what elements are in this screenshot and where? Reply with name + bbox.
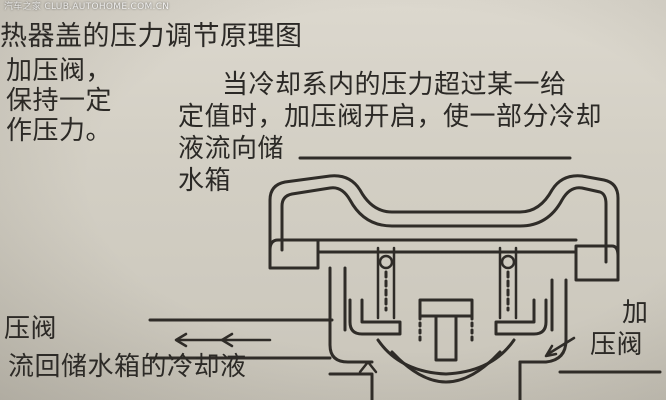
right-flange [574, 244, 620, 282]
right-valve-cup [494, 298, 548, 336]
right-neck-wall [518, 278, 568, 364]
valve-seat [376, 338, 516, 376]
flow-arrowhead-2 [220, 332, 234, 348]
explanation-line-2: 定值时，加压阀开启，使一部分冷却 [178, 102, 603, 132]
valve-stem-head [418, 298, 474, 318]
label-pressure-valve-right-2: 压阀 [590, 330, 644, 360]
cap-outer-shell [268, 174, 620, 272]
label-pressure-valve-right-1: 加 [622, 298, 649, 328]
explanation-line-4: 水箱 [178, 166, 232, 196]
right-pin [500, 254, 516, 270]
left-neck-wall [328, 266, 374, 364]
cap-inner-shell [280, 186, 608, 264]
valve-stem [434, 314, 458, 362]
left-paragraph-line-2: 保持一定 [6, 86, 113, 116]
valve-label-leader [546, 336, 576, 356]
page-title: 热器盖的压力调节原理图 [0, 21, 303, 52]
explanation-line-3: 液流向储 [178, 134, 285, 164]
label-pressure-valve-left: 压阀 [4, 314, 58, 344]
flow-arrowhead-up [358, 360, 378, 374]
watermark: 汽车之家 CLUB.AUTOHOME.COM.CN [4, 2, 170, 12]
left-pin [378, 254, 394, 270]
flow-arrowhead-1 [174, 332, 188, 348]
explanation-line-1: 当冷却系内的压力超过某一给 [222, 70, 567, 100]
left-paragraph-line-3: 作压力。 [6, 116, 113, 146]
left-valve-cup [348, 298, 402, 336]
label-coolant-return: 流回储水箱的冷却液 [8, 352, 247, 382]
left-flange [268, 238, 320, 270]
left-paragraph-line-1: 加压阀， [6, 56, 113, 86]
